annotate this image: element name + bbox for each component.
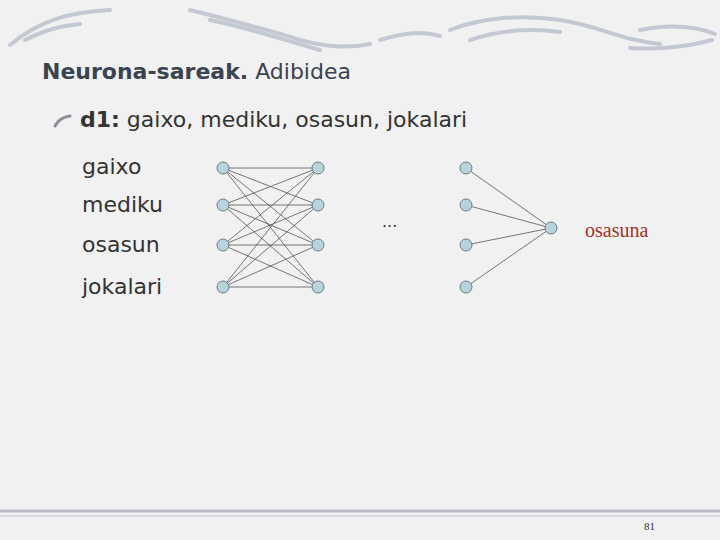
link (223, 245, 318, 287)
link (466, 228, 551, 287)
link (223, 205, 318, 287)
neuron (312, 239, 324, 251)
swoosh (10, 10, 110, 45)
input-label: gaixo (82, 156, 141, 178)
link (223, 168, 318, 169)
slide-title: Neurona-sareak. Adibidea (42, 61, 351, 83)
link (223, 205, 318, 245)
neuron (460, 162, 472, 174)
bar-line (0, 515, 720, 517)
swoosh (210, 20, 320, 50)
neuron (460, 281, 472, 293)
swoosh (25, 24, 80, 40)
bar-line (0, 510, 720, 513)
link (223, 168, 318, 245)
link (223, 205, 318, 245)
neuron (217, 199, 229, 211)
input-label: jokalari (82, 276, 162, 298)
plain-part: Adibidea (248, 59, 351, 84)
swoosh (640, 27, 715, 34)
neurons (217, 162, 557, 293)
link (223, 168, 318, 205)
link (223, 168, 318, 287)
neuron (460, 239, 472, 251)
link (223, 168, 318, 245)
page-number: 81 (644, 521, 655, 532)
link (223, 245, 318, 287)
swoosh (450, 17, 660, 44)
swoosh (630, 40, 712, 49)
swoosh (470, 30, 560, 40)
input-label: mediku (82, 194, 163, 216)
link (466, 205, 551, 228)
neuron (217, 281, 229, 293)
link (466, 168, 551, 228)
plain-part: gaixo, mediku, osasun, jokalari (120, 107, 467, 132)
output-label: osasuna (585, 220, 648, 240)
bullet-mark (55, 116, 70, 126)
link (223, 205, 318, 287)
link (223, 287, 318, 288)
bottom-bar (0, 511, 720, 516)
top-swooshes (10, 10, 715, 50)
swoosh (190, 10, 370, 47)
neuron (312, 162, 324, 174)
link (223, 168, 318, 205)
neuron (312, 281, 324, 293)
bold-part: Neurona-sareak. (42, 59, 248, 84)
ellipsis: ... (382, 214, 397, 230)
neuron (312, 199, 324, 211)
link (223, 205, 318, 206)
network-links (223, 168, 551, 287)
link (223, 245, 318, 246)
neuron (217, 162, 229, 174)
swoosh (380, 33, 440, 40)
neuron (460, 199, 472, 211)
bold-part: d1: (80, 107, 120, 132)
link (223, 168, 318, 287)
neuron (545, 222, 557, 234)
neuron (217, 239, 229, 251)
input-label: osasun (82, 234, 160, 256)
bullet-text: d1: gaixo, mediku, osasun, jokalari (80, 109, 467, 131)
